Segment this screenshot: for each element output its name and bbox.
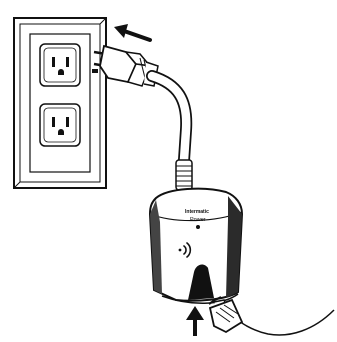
strain-relief [176, 160, 192, 190]
outlet-receptacle-top [40, 44, 80, 86]
power-led-icon [196, 225, 200, 229]
arrow-left-icon [114, 24, 150, 40]
appliance-plug [209, 297, 334, 335]
wireless-outlet-device: Intermatic Power [150, 189, 242, 304]
arrow-up-icon [186, 306, 204, 336]
device-cable [152, 76, 192, 190]
outlet-receptacle-bottom [40, 104, 80, 146]
brand-logo: Intermatic [185, 209, 209, 215]
power-label: Power [190, 217, 206, 223]
